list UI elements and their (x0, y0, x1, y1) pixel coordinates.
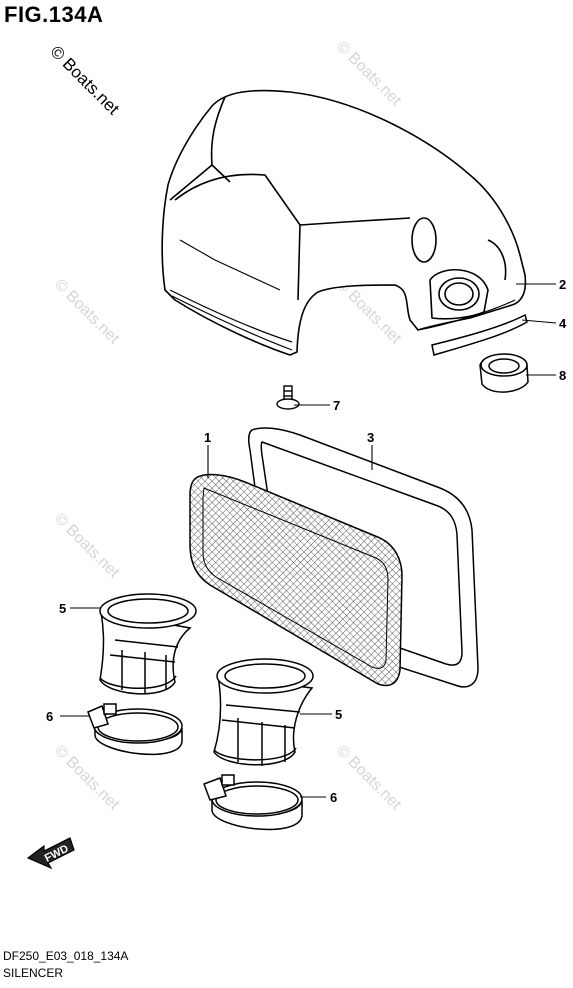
duct-part-5-lower (213, 658, 314, 766)
forward-direction-arrow (26, 837, 75, 870)
duct-part-5-upper (99, 593, 197, 695)
grommet-part-8 (479, 353, 529, 393)
hose-clamp-part-6-right (203, 774, 303, 831)
figure-title: FIG.134A (4, 2, 104, 27)
leader-lines (60, 283, 557, 798)
callout-6-left: 6 (46, 709, 53, 724)
figure-name: SILENCER (3, 966, 64, 980)
callout-6-right: 6 (330, 790, 337, 805)
hose-clamp-part-6-left (87, 703, 183, 756)
callout-3: 3 (367, 430, 374, 445)
callout-5-upper: 5 (59, 601, 66, 616)
callout-7: 7 (333, 398, 340, 413)
callout-2: 2 (559, 277, 566, 292)
fwd-label: FWD (43, 843, 71, 865)
screw-part-7 (276, 385, 300, 410)
callout-5-lower: 5 (335, 707, 342, 722)
figure-code: DF250_E03_018_134A (3, 949, 129, 963)
callout-4: 4 (559, 316, 567, 331)
silencer-cover-part-2 (161, 89, 527, 356)
callout-1: 1 (204, 430, 211, 445)
filter-element-part-1 (189, 473, 403, 687)
seal-part-4 (431, 313, 528, 356)
callout-8: 8 (559, 368, 566, 383)
